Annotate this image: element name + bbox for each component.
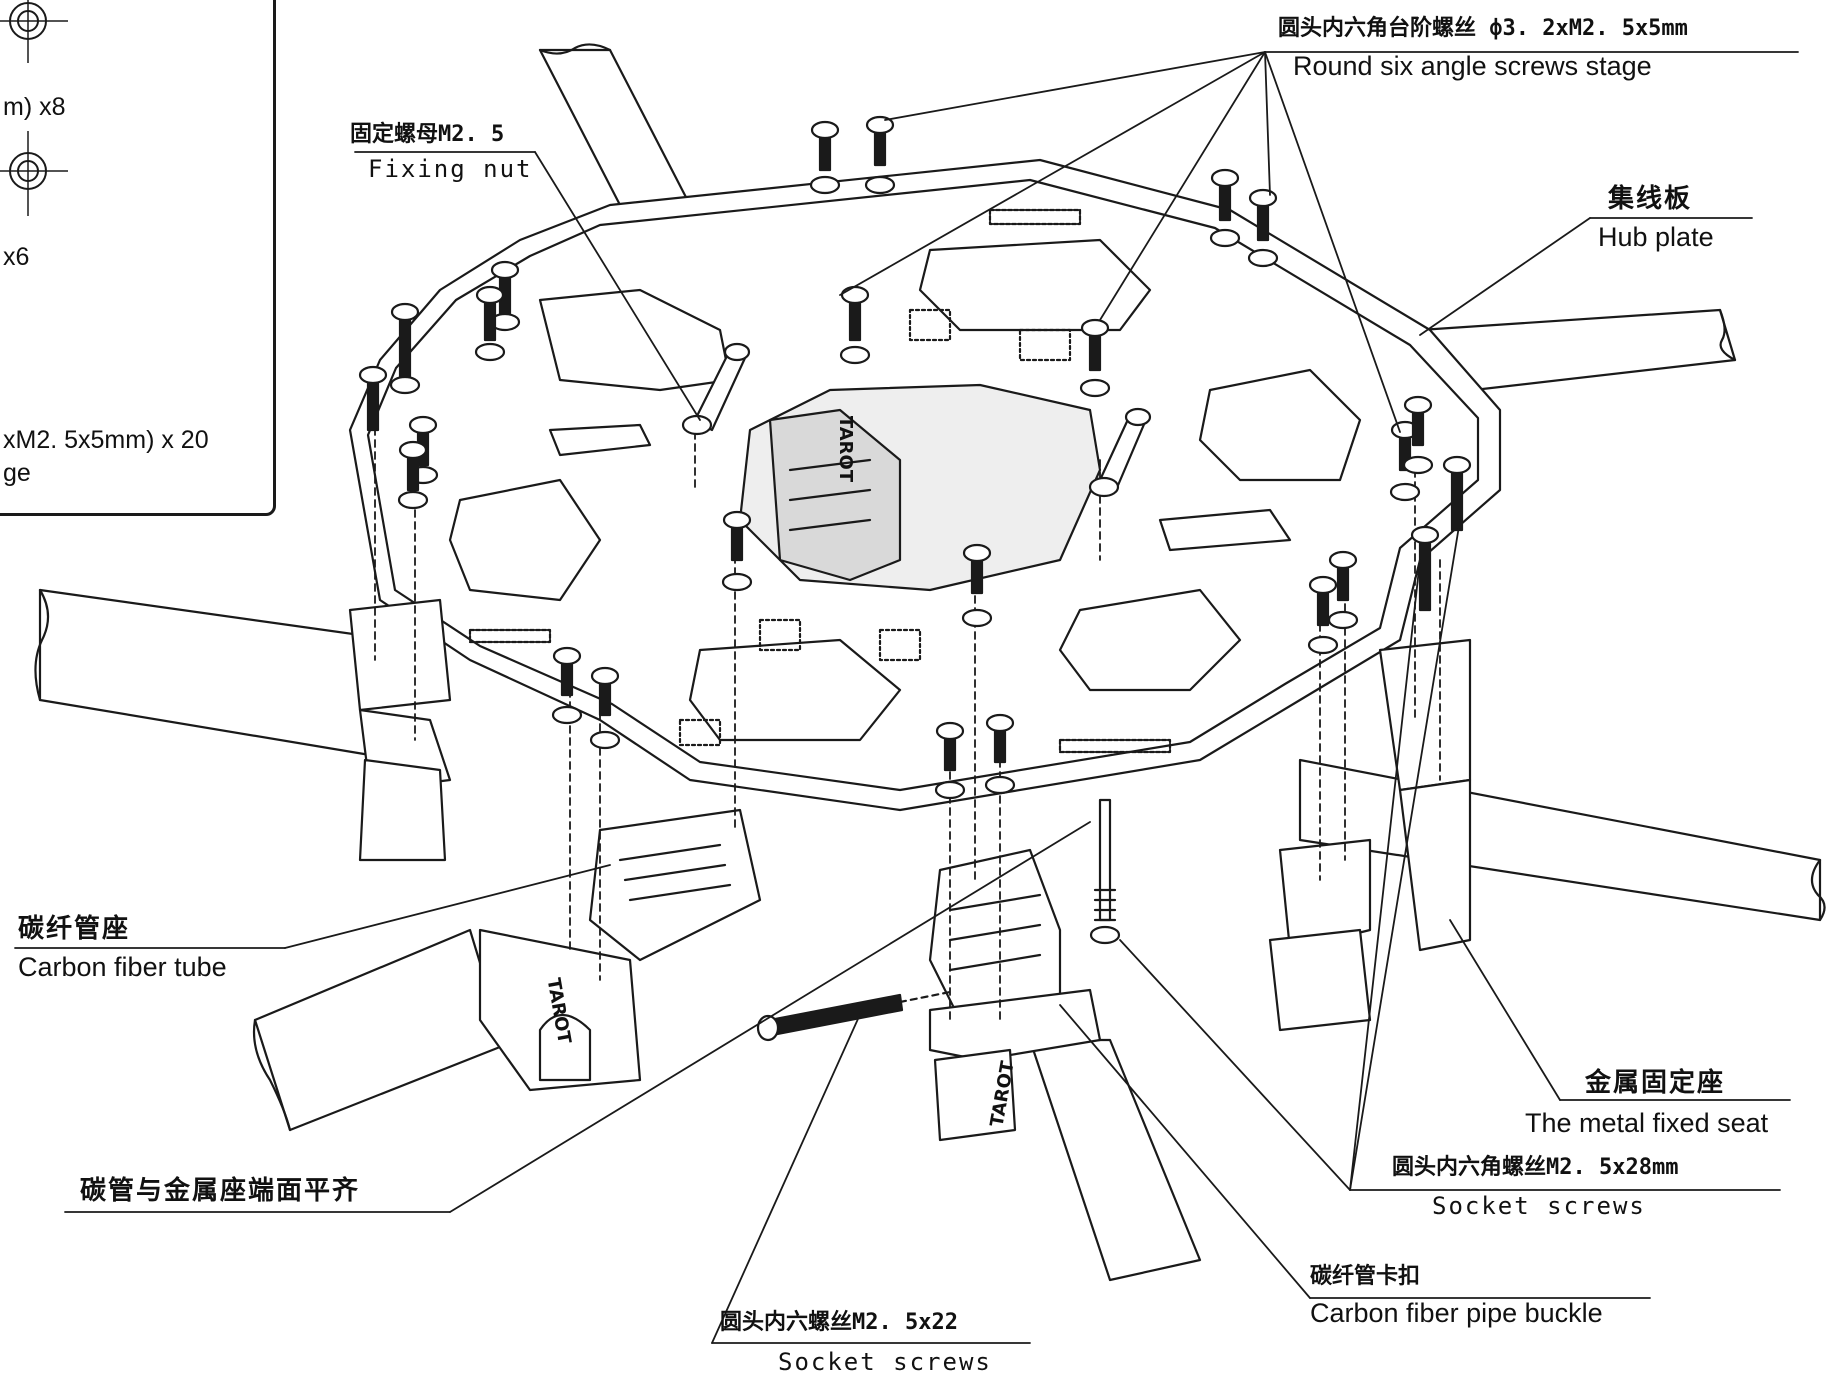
screw-20 — [1327, 550, 1359, 630]
screw-10 — [358, 365, 388, 432]
label-buckle-zh: 碳纤管卡扣 — [1310, 1264, 1421, 1289]
washer-icon-mid — [0, 131, 68, 216]
screw-19 — [1307, 575, 1339, 655]
label-metal-seat-zh: 金属固定座 — [1585, 1068, 1726, 1098]
label-socket22-en: Socket screws — [778, 1348, 992, 1376]
screw-13 — [721, 510, 753, 592]
parts-legend-box: m) x8 x6 xM2. 5x5mm) x 20 ge — [0, 0, 276, 516]
carbon-arm-right-lower — [1298, 758, 1826, 922]
screw-3 — [1209, 168, 1241, 248]
screw-23 — [1442, 455, 1472, 532]
carbon-arm-left — [34, 588, 372, 757]
label-hub-plate-zh: 集线板 — [1608, 184, 1693, 214]
screw-15 — [551, 646, 583, 725]
pipe-seat-right — [1268, 638, 1472, 1032]
legend-row3b: ge — [3, 459, 31, 487]
spring-standoff — [1089, 798, 1121, 945]
screw-5 — [489, 260, 521, 332]
label-carbon-tube-en: Carbon fiber tube — [18, 952, 227, 982]
label-fixing-nut-en: Fixing nut — [368, 155, 533, 183]
carbon-arm-upper-left — [538, 43, 692, 207]
fixing-nut-left — [681, 342, 751, 436]
label-flush-zh: 碳管与金属座端面平齐 — [80, 1176, 361, 1206]
screw-17 — [934, 721, 966, 800]
label-hub-plate-en: Hub plate — [1598, 222, 1714, 252]
legend-row2: x6 — [3, 243, 30, 271]
label-socket22-zh: 圆头内六螺丝M2. 5x22 — [720, 1310, 958, 1335]
screw-18 — [984, 713, 1016, 795]
label-round-screws-zh: 圆头内六角台阶螺丝 ф3. 2xM2. 5x5mm — [1278, 16, 1688, 41]
screw-1 — [809, 120, 841, 195]
screw-6 — [474, 285, 506, 362]
label-metal-seat-en: The metal fixed seat — [1525, 1108, 1769, 1138]
screw-4 — [1247, 188, 1279, 268]
carbon-arm-front — [1028, 1038, 1202, 1282]
brand-mark-center: TAROT — [835, 415, 857, 483]
socket-screw-long — [756, 990, 952, 1042]
screw-16 — [589, 666, 621, 750]
screw-7 — [389, 302, 421, 395]
pipe-seat-front — [928, 848, 1102, 1142]
fixing-nut-right — [1088, 407, 1152, 498]
center-metal-seat — [768, 408, 902, 582]
hub-plate — [348, 158, 1502, 812]
label-fixing-nut-zh: 固定螺母M2. 5 — [350, 122, 505, 147]
screw-9 — [1079, 318, 1111, 398]
screw-24 — [1410, 525, 1440, 612]
label-round-screws-en: Round six angle screws stage — [1293, 51, 1652, 81]
screw-2 — [864, 115, 896, 195]
label-socket28-zh: 圆头内六角螺丝M2. 5x28mm — [1392, 1155, 1679, 1180]
screw-set — [358, 115, 1472, 800]
legend-row3: xM2. 5x5mm) x 20 — [3, 426, 209, 454]
screw-14 — [961, 543, 993, 628]
screw-12 — [397, 440, 429, 510]
leader-lines — [14, 51, 1799, 1344]
screw-22 — [1402, 395, 1434, 475]
label-carbon-tube-zh: 碳纤管座 — [18, 914, 131, 944]
label-socket28-en: Socket screws — [1432, 1192, 1646, 1220]
washer-icon-top — [0, 0, 68, 63]
pipe-seat-left — [348, 598, 452, 862]
legend-row1: m) x8 — [3, 93, 66, 121]
carbon-arm-front-left — [252, 928, 507, 1132]
label-buckle-en: Carbon fiber pipe buckle — [1310, 1298, 1603, 1328]
